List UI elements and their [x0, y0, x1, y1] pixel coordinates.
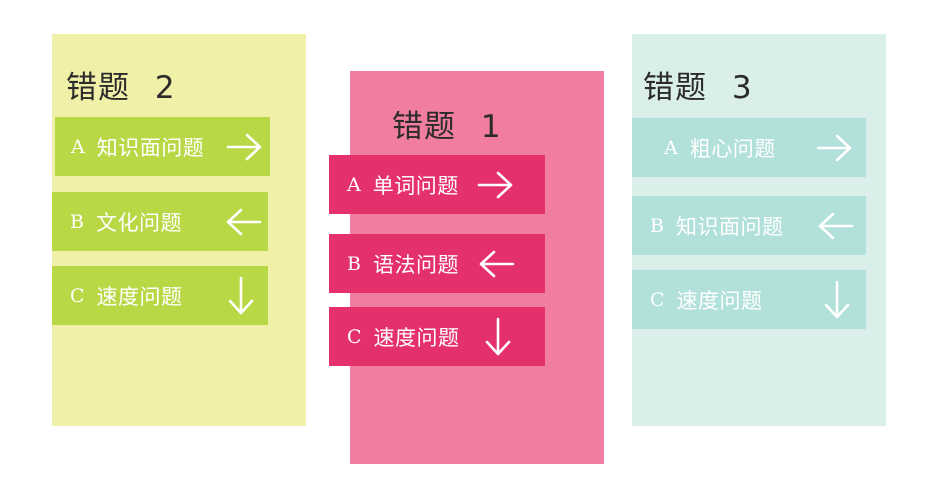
arrow-down-icon [483, 317, 513, 357]
panel-title-number: 1 [480, 109, 502, 145]
item-label: 知识面问题 [96, 135, 205, 160]
item-label: 速度问题 [373, 325, 460, 350]
panel-right: 错题 3 A 粗心问题 B 知识面问题 C 速度问题 [632, 34, 886, 426]
panel-title-text: 错题 [66, 70, 130, 106]
list-item: B 知识面问题 [632, 196, 866, 255]
item-letter: A [347, 173, 361, 196]
panel-title: 错题 2 [66, 62, 176, 107]
arrow-down-icon [822, 280, 852, 320]
panel-title-text: 错题 [392, 109, 456, 145]
item-label: 语法问题 [372, 252, 459, 277]
item-letter: C [70, 284, 85, 307]
panel-title-number: 2 [154, 70, 176, 106]
list-item: A 粗心问题 [632, 118, 866, 177]
arrow-left-icon [224, 207, 262, 237]
arrow-down-icon [226, 276, 256, 316]
list-item: A 知识面问题 [55, 117, 270, 176]
arrow-left-icon [816, 211, 854, 241]
panel-title-number: 3 [731, 70, 753, 106]
item-label: 速度问题 [676, 288, 763, 313]
item-letter: B [347, 252, 361, 275]
list-item: C 速度问题 [329, 307, 545, 366]
item-letter: B [70, 210, 84, 233]
panel-left: 错题 2 A 知识面问题 B 文化问题 C 速度问题 [52, 34, 306, 426]
arrow-right-icon [477, 170, 515, 200]
item-label: 文化问题 [95, 210, 182, 235]
item-letter: B [650, 214, 664, 237]
item-letter: A [664, 136, 678, 159]
arrow-left-icon [477, 249, 515, 279]
panel-title: 错题 3 [643, 62, 753, 107]
list-item: C 速度问题 [632, 270, 866, 329]
list-item: C 速度问题 [52, 266, 268, 325]
list-item: B 语法问题 [329, 234, 545, 293]
list-item: A 单词问题 [329, 155, 545, 214]
item-label: 知识面问题 [675, 214, 784, 239]
item-letter: C [347, 325, 362, 348]
item-label: 速度问题 [96, 284, 183, 309]
panel-title-text: 错题 [643, 70, 707, 106]
item-letter: C [650, 288, 665, 311]
item-label: 粗心问题 [689, 136, 776, 161]
item-label: 单词问题 [372, 173, 459, 198]
item-letter: A [71, 135, 85, 158]
panel-title: 错题 1 [392, 101, 502, 146]
arrow-right-icon [816, 133, 854, 163]
list-item: B 文化问题 [52, 192, 268, 251]
arrow-right-icon [226, 132, 264, 162]
